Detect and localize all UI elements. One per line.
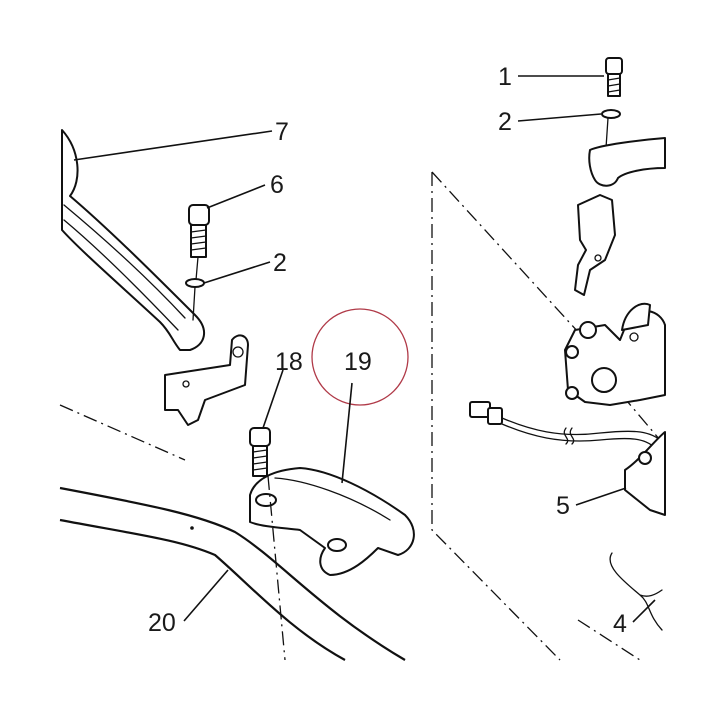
handlebar-tube: [59, 486, 406, 661]
master-cylinder: [564, 302, 666, 406]
callout-2-left: 2: [273, 249, 287, 277]
switch-unit: [624, 431, 666, 516]
callout-1: 1: [498, 63, 512, 91]
bolt-6: [188, 204, 210, 281]
washer-2-left: [185, 278, 205, 288]
callout-7: 7: [275, 118, 289, 146]
callout-5: 5: [556, 492, 570, 520]
callout-4: 4: [613, 610, 627, 638]
right-lever: [588, 137, 666, 187]
right-bracket: [574, 194, 616, 296]
group-brace: [609, 552, 663, 631]
callout-18: 18: [275, 348, 303, 376]
highlight-circle: [311, 308, 409, 406]
bolt-1: [605, 57, 623, 97]
washer-2-right: [601, 109, 621, 119]
bolt-18: [249, 427, 271, 477]
lever-arm: [61, 129, 205, 351]
switch-cable: [469, 401, 661, 449]
callout-2-top-right: 2: [498, 108, 512, 136]
callout-19: 19: [344, 348, 372, 376]
callout-20: 20: [148, 609, 176, 637]
clamp-block: [249, 467, 415, 576]
callout-6: 6: [270, 171, 284, 199]
left-bracket: [164, 334, 249, 426]
